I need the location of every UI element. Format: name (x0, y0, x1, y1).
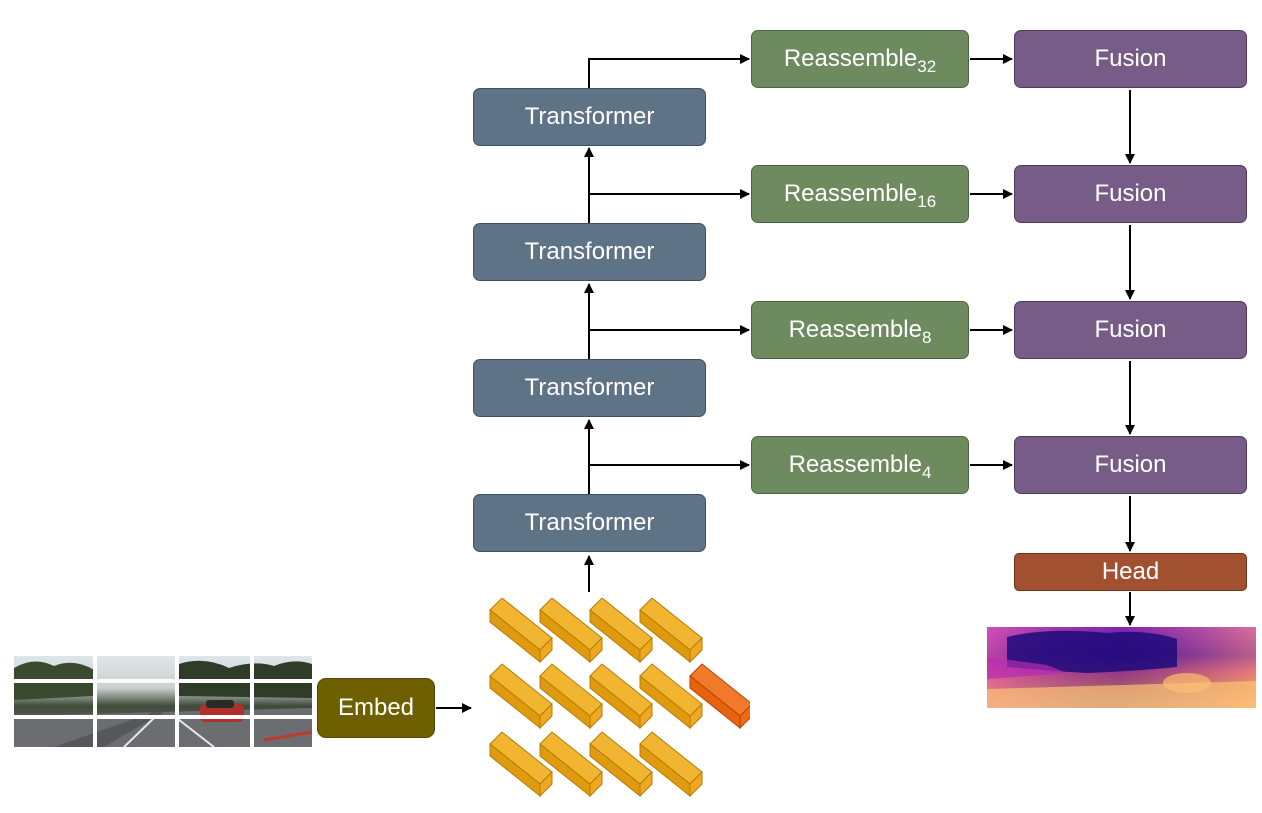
fusion-block-3: Fusion (1014, 301, 1247, 359)
reassemble-label: Reassemble4 (788, 451, 932, 482)
fusion-block-2: Fusion (1014, 165, 1247, 223)
fusion-label: Fusion (1094, 316, 1167, 343)
transformer-label: Transformer (524, 103, 655, 130)
reassemble-subscript: 8 (921, 328, 932, 347)
transformer-block-2: Transformer (473, 223, 706, 281)
reassemble-block-4: Reassemble4 (751, 436, 969, 494)
transformer-block-3: Transformer (473, 359, 706, 417)
reassemble-subscript: 16 (917, 192, 937, 211)
transformer-label: Transformer (524, 509, 655, 536)
reassemble-label: Reassemble32 (783, 45, 937, 76)
fusion-block-4: Fusion (1014, 436, 1247, 494)
transformer-block-4: Transformer (473, 494, 706, 552)
embed-block: Embed (317, 678, 435, 738)
fusion-label: Fusion (1094, 451, 1167, 478)
depth-map-image (987, 627, 1256, 708)
embed-label: Embed (337, 694, 415, 721)
reassemble-block-32: Reassemble32 (751, 30, 969, 88)
head-block: Head (1014, 553, 1247, 591)
transformer-block-1: Transformer (473, 88, 706, 146)
reassemble-label: Reassemble16 (783, 180, 937, 211)
reassemble-label: Reassemble8 (788, 316, 932, 347)
token-grid-icon (489, 598, 750, 797)
road-scene-patches-image (14, 656, 312, 747)
reassemble-subscript: 4 (921, 463, 932, 482)
fusion-label: Fusion (1094, 45, 1167, 72)
head-label: Head (1101, 558, 1160, 585)
reassemble-block-16: Reassemble16 (751, 165, 969, 223)
transformer-label: Transformer (524, 238, 655, 265)
reassemble-block-8: Reassemble8 (751, 301, 969, 359)
reassemble-subscript: 32 (917, 57, 937, 76)
fusion-label: Fusion (1094, 180, 1167, 207)
transformer-label: Transformer (524, 374, 655, 401)
fusion-block-1: Fusion (1014, 30, 1247, 88)
